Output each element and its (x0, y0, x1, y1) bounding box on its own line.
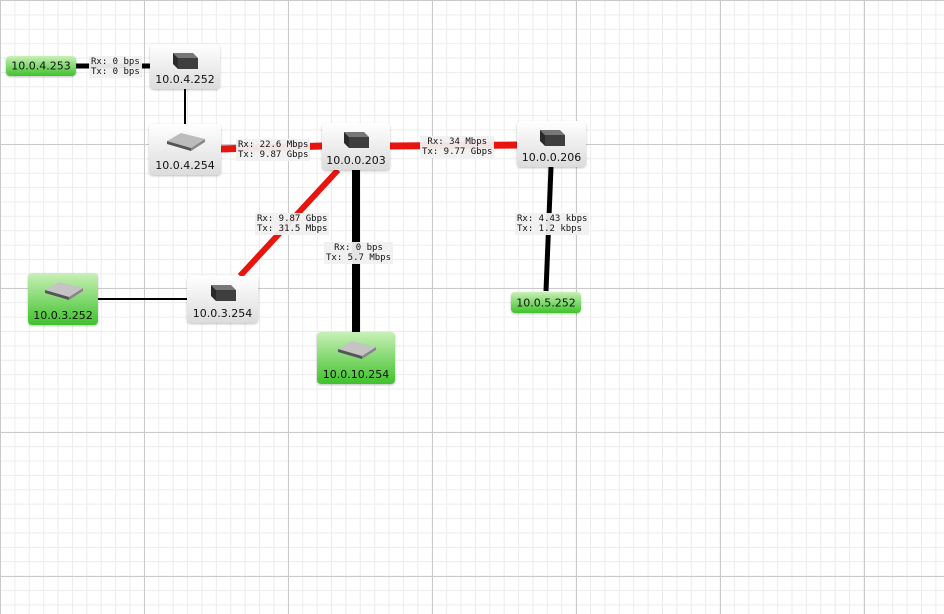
router-icon (210, 285, 236, 301)
node-label: 10.0.0.206 (521, 151, 582, 164)
node-10-0-0-203[interactable]: 10.0.0.203 (322, 123, 390, 170)
router-icon (539, 130, 565, 146)
node-10-0-5-252[interactable]: 10.0.5.252 (511, 292, 581, 313)
node-10-0-3-254[interactable]: 10.0.3.254 (187, 276, 258, 323)
node-10-0-4-254[interactable]: 10.0.4.254 (149, 124, 221, 175)
node-label: 10.0.4.252 (155, 73, 215, 86)
link-label-4254-0203: Rx: 22.6 Mbps Tx: 9.87 Gbps (236, 139, 311, 161)
tx-text: Tx: 5.7 Mbps (326, 253, 392, 263)
link-label-0203-0206: Rx: 34 Mbps Tx: 9.77 Gbps (420, 136, 495, 158)
link-label-0206-5252: Rx: 4.43 kbps Tx: 1.2 kbps (515, 213, 590, 235)
tx-text: Tx: 1.2 kbps (517, 224, 583, 234)
node-label: 10.0.3.254 (192, 307, 253, 320)
node-10-0-10-254[interactable]: 10.0.10.254 (317, 332, 395, 384)
tx-text: Tx: 0 bps (91, 67, 140, 77)
node-10-0-3-252[interactable]: 10.0.3.252 (28, 273, 98, 325)
node-label: 10.0.4.254 (155, 159, 215, 172)
link-label-0203-3254: Rx: 9.87 Gbps Tx: 31.5 Mbps (255, 213, 330, 235)
node-10-0-0-206[interactable]: 10.0.0.206 (517, 121, 586, 167)
node-label: 10.0.4.253 (11, 59, 71, 73)
node-label: 10.0.0.203 (326, 154, 386, 167)
switch-icon (338, 341, 376, 359)
router-icon (173, 53, 198, 69)
switch-icon (167, 133, 205, 151)
node-10-0-4-252[interactable]: 10.0.4.252 (150, 44, 220, 89)
node-label: 10.0.5.252 (516, 296, 576, 309)
rx-text: Rx: 34 Mbps (427, 137, 488, 147)
link-label-4253-4252: Rx: 0 bps Tx: 0 bps (89, 56, 142, 78)
rx-text: Rx: 22.6 Mbps (238, 140, 309, 150)
node-10-0-4-253[interactable]: 10.0.4.253 (6, 56, 76, 76)
tx-text: Tx: 9.87 Gbps (238, 150, 309, 160)
rx-text: Rx: 0 bps (91, 57, 140, 67)
switch-icon (45, 282, 83, 300)
router-icon (344, 132, 369, 148)
rx-text: Rx: 9.87 Gbps (257, 214, 328, 224)
tx-text: Tx: 9.77 Gbps (422, 147, 493, 157)
node-label: 10.0.3.252 (33, 309, 93, 322)
rx-text: Rx: 0 bps (334, 243, 383, 253)
tx-text: Tx: 31.5 Mbps (257, 224, 328, 234)
link-label-0203-10254: Rx: 0 bps Tx: 5.7 Mbps (324, 242, 394, 264)
node-label: 10.0.10.254 (322, 368, 390, 381)
rx-text: Rx: 4.43 kbps (517, 214, 588, 224)
